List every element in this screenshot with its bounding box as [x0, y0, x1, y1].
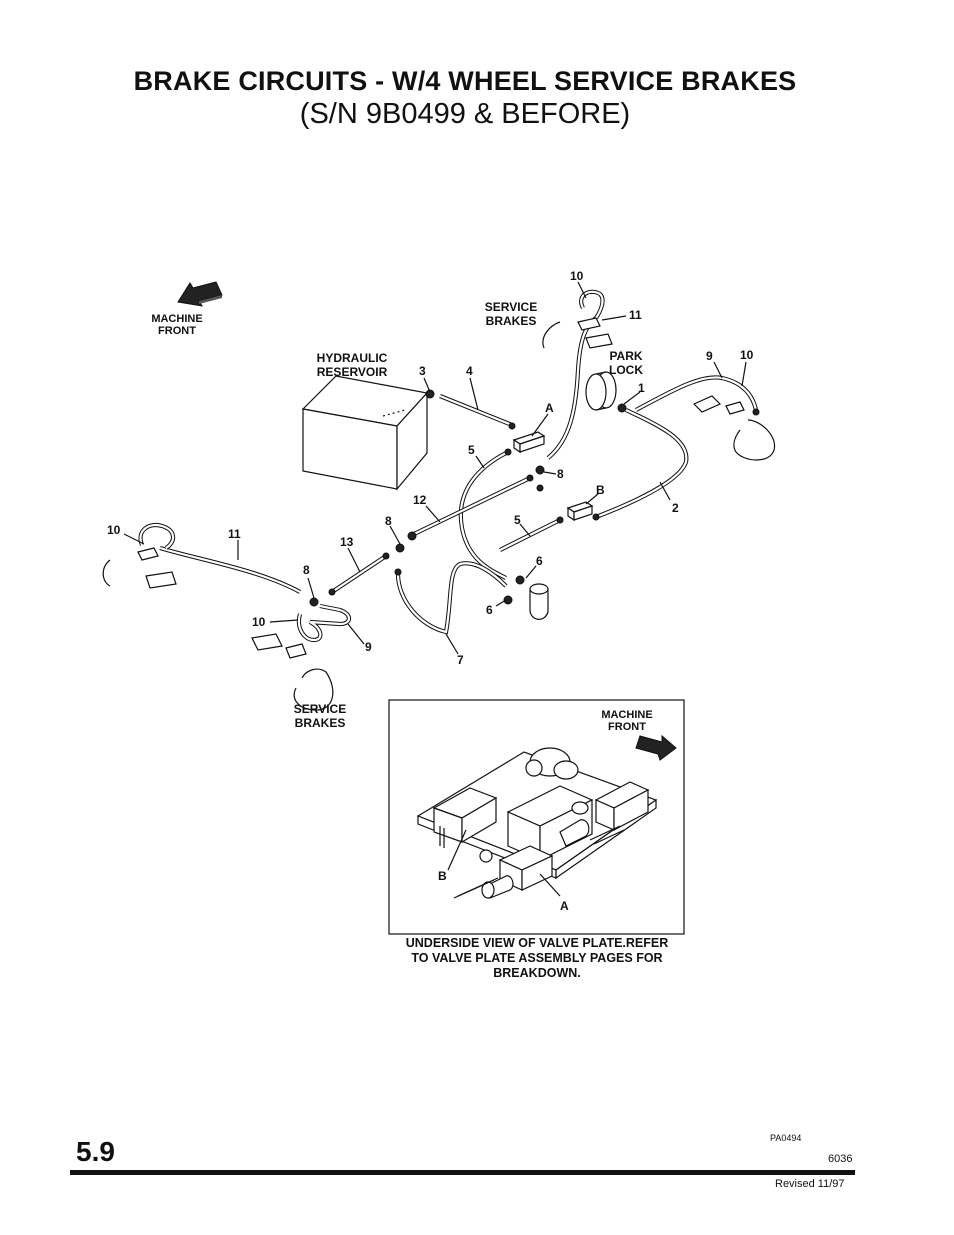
machine-front-arrow-icon [177, 281, 223, 307]
callout-numbers: 10 11 1 9 10 3 4 A 5 8 B 2 12 8 5 6 6 13… [107, 269, 754, 667]
callout-10-right: 10 [740, 348, 754, 362]
callout-b: B [596, 483, 605, 497]
machine-front-label-1: MACHINE [151, 313, 202, 325]
park-lock-label-2: LOCK [609, 363, 643, 377]
inset-caption-line-3: BREAKDOWN. [493, 966, 581, 980]
page-subtitle: (S/N 9B0499 & BEFORE) [299, 98, 631, 130]
callout-2: 2 [672, 501, 679, 515]
callout-6-upper: 6 [536, 554, 543, 568]
inset-machine-front-label-2: FRONT [608, 721, 646, 733]
callout-10-bottom: 10 [252, 615, 266, 629]
callout-8-mid: 8 [385, 514, 392, 528]
block-b [566, 501, 594, 522]
park-lock-label-1: PARK [609, 349, 642, 363]
callout-10-top: 10 [570, 269, 584, 283]
bottom-brake-drum [251, 633, 334, 711]
right-brake-drum [692, 395, 776, 461]
callout-10-left: 10 [107, 523, 121, 537]
hydraulic-reservoir-label-1: HYDRAULIC [317, 351, 388, 365]
callout-9-bottom: 9 [365, 640, 372, 654]
park-lock-cylinder [585, 371, 617, 411]
inset-callout-a: A [560, 899, 569, 913]
hose-set [138, 289, 759, 643]
fittings [309, 389, 760, 607]
callout-6-lower: 6 [486, 603, 493, 617]
valve-plate-underside [416, 747, 658, 899]
inset-caption-line-2: TO VALVE PLATE ASSEMBLY PAGES FOR [411, 951, 663, 965]
figure-code: PA0494 [770, 1133, 802, 1143]
callout-9-right: 9 [706, 349, 713, 363]
inset-callout-b: B [438, 869, 447, 883]
callout-11-left: 11 [228, 527, 241, 541]
callout-12: 12 [413, 493, 427, 507]
section-number: 5.9 [76, 1136, 115, 1167]
callout-7: 7 [457, 653, 464, 667]
callout-5-upper: 5 [468, 443, 475, 457]
page-number: 6036 [828, 1153, 853, 1165]
block-a [512, 431, 546, 454]
hydraulic-reservoir [301, 375, 429, 491]
callout-a: A [545, 401, 554, 415]
inset-machine-front-arrow-icon [635, 734, 677, 761]
hydraulic-reservoir-label-2: RESERVOIR [317, 365, 388, 379]
footer-rule [70, 1170, 855, 1175]
inset-machine-front-label-1: MACHINE [601, 709, 652, 721]
valve-cylinder [529, 583, 549, 620]
callout-3: 3 [419, 364, 426, 378]
left-brake-drum [102, 547, 177, 589]
service-brakes-top-label-2: BRAKES [486, 314, 537, 328]
callout-8-left: 8 [303, 563, 310, 577]
callout-1: 1 [638, 381, 645, 395]
service-brakes-top-label-1: SERVICE [485, 300, 537, 314]
callout-5-lower: 5 [514, 513, 521, 527]
service-brakes-bottom-label-2: BRAKES [295, 716, 346, 730]
page-title: BRAKE CIRCUITS - W/4 WHEEL SERVICE BRAKE… [133, 66, 797, 96]
machine-front-label-2: FRONT [158, 325, 196, 337]
callout-13: 13 [340, 535, 354, 549]
callout-8-upper: 8 [557, 467, 564, 481]
callout-4: 4 [466, 364, 473, 378]
service-brakes-bottom-label-1: SERVICE [294, 702, 346, 716]
leader-lines [123, 281, 747, 655]
revision-date: Revised 11/97 [775, 1178, 845, 1190]
inset-caption: UNDERSIDE VIEW OF VALVE PLATE.REFER TO V… [388, 936, 686, 981]
inset-caption-line-1: UNDERSIDE VIEW OF VALVE PLATE.REFER [405, 936, 669, 950]
callout-11-top: 11 [629, 308, 642, 322]
top-brake-drum [542, 317, 613, 349]
